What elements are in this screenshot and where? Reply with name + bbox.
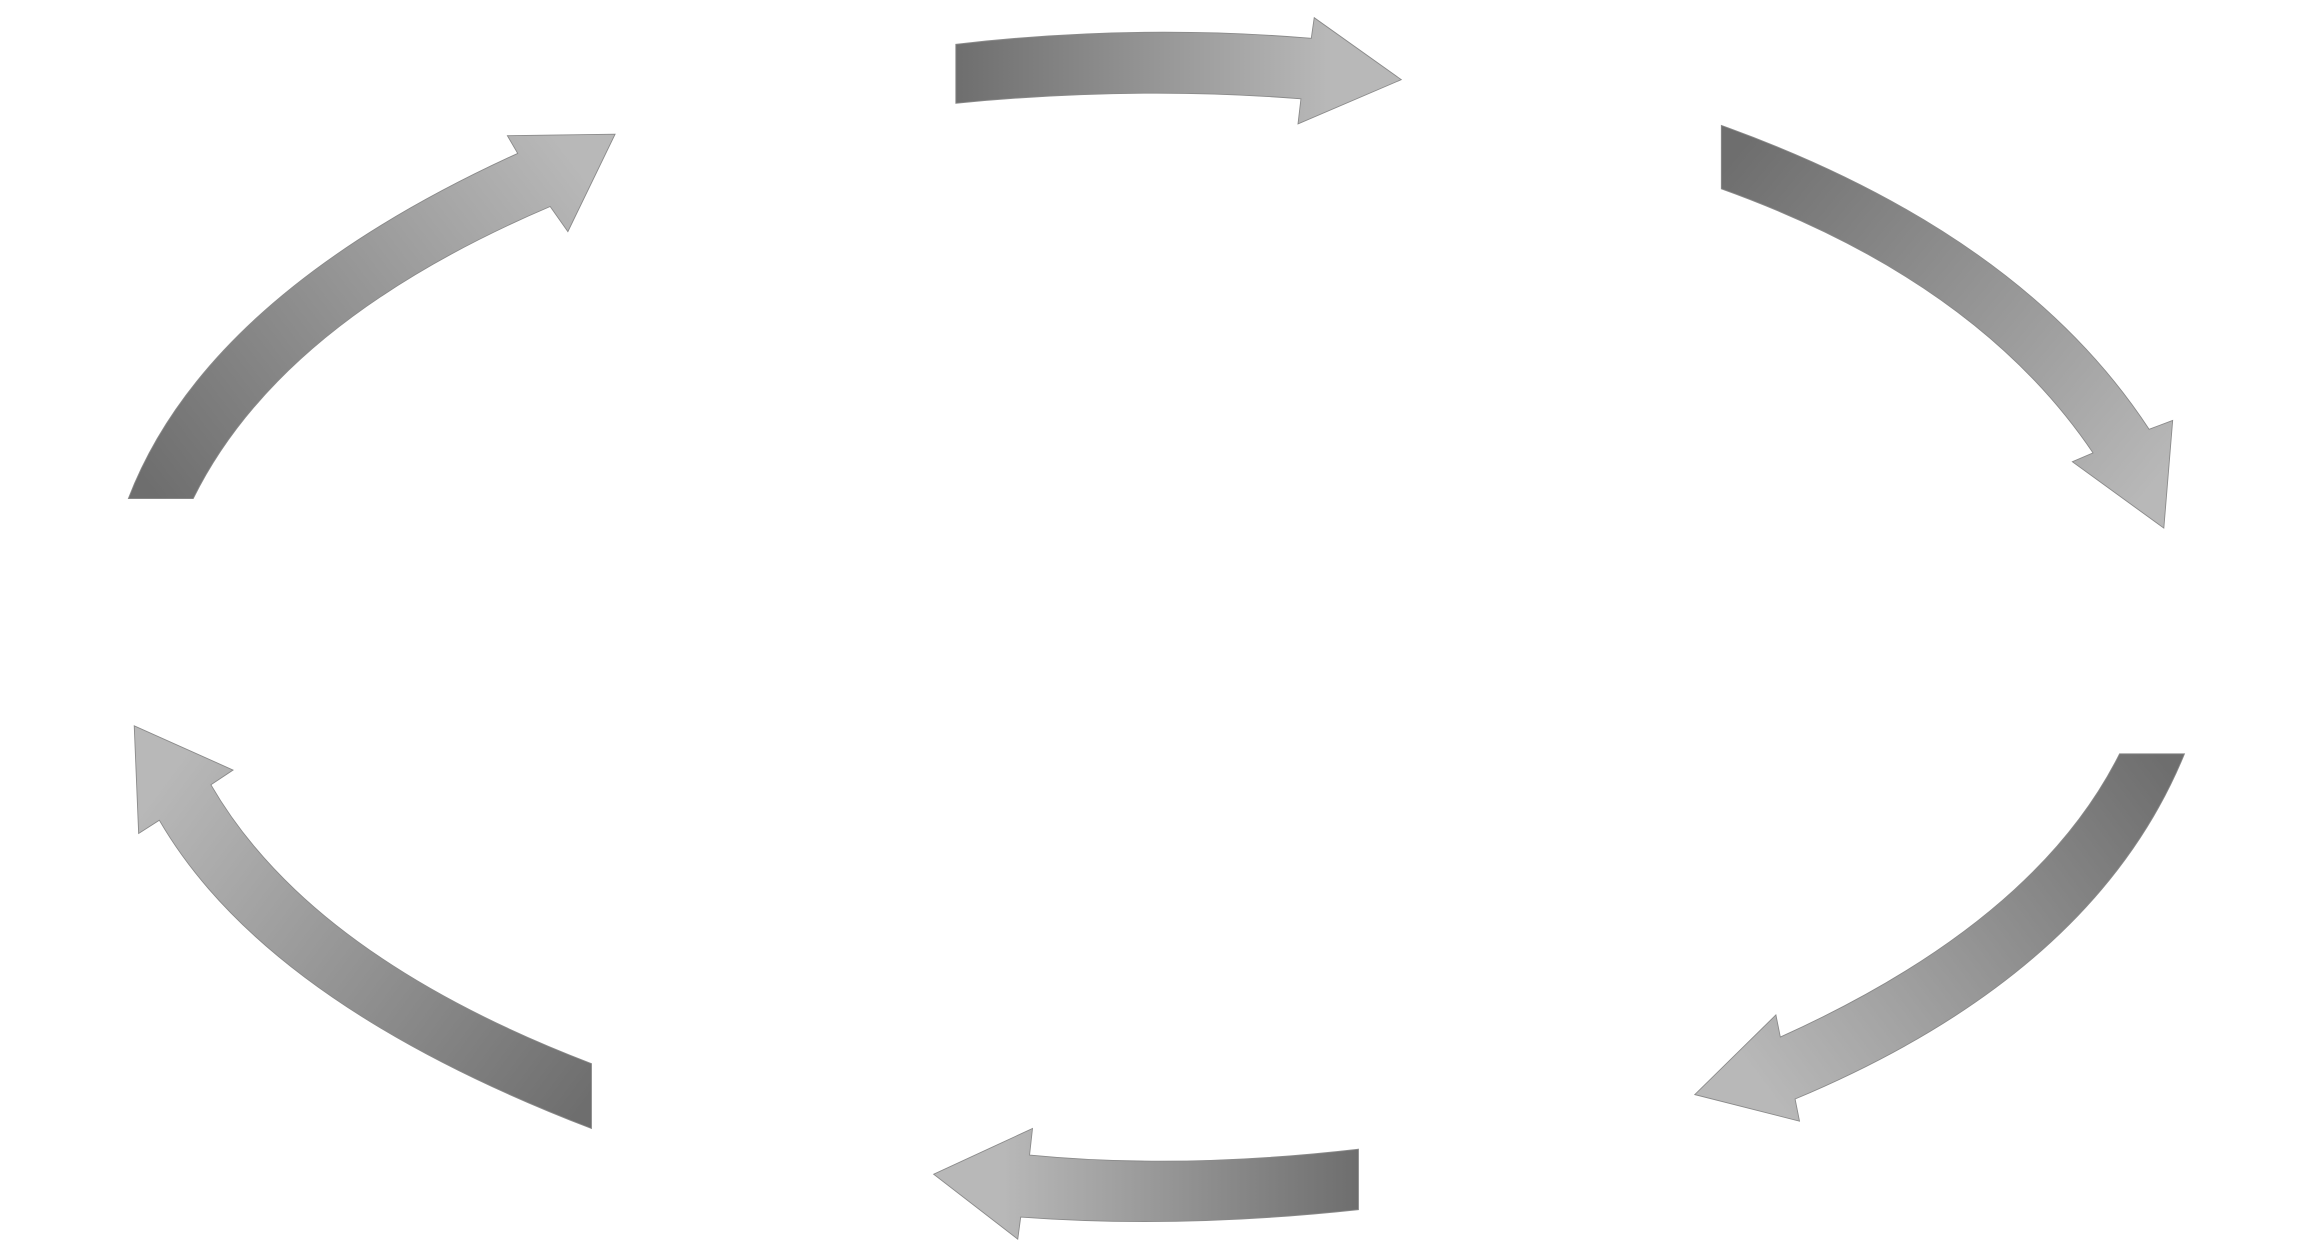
curved-arrow-lower-left bbox=[133, 725, 592, 1130]
curved-arrow-upper-right bbox=[1720, 124, 2174, 529]
curved-arrow-lower-right bbox=[1693, 753, 2186, 1122]
curved-arrow-top bbox=[955, 16, 1403, 125]
curved-arrow-bottom bbox=[932, 1127, 1359, 1240]
curved-arrow-upper-left bbox=[127, 133, 616, 500]
